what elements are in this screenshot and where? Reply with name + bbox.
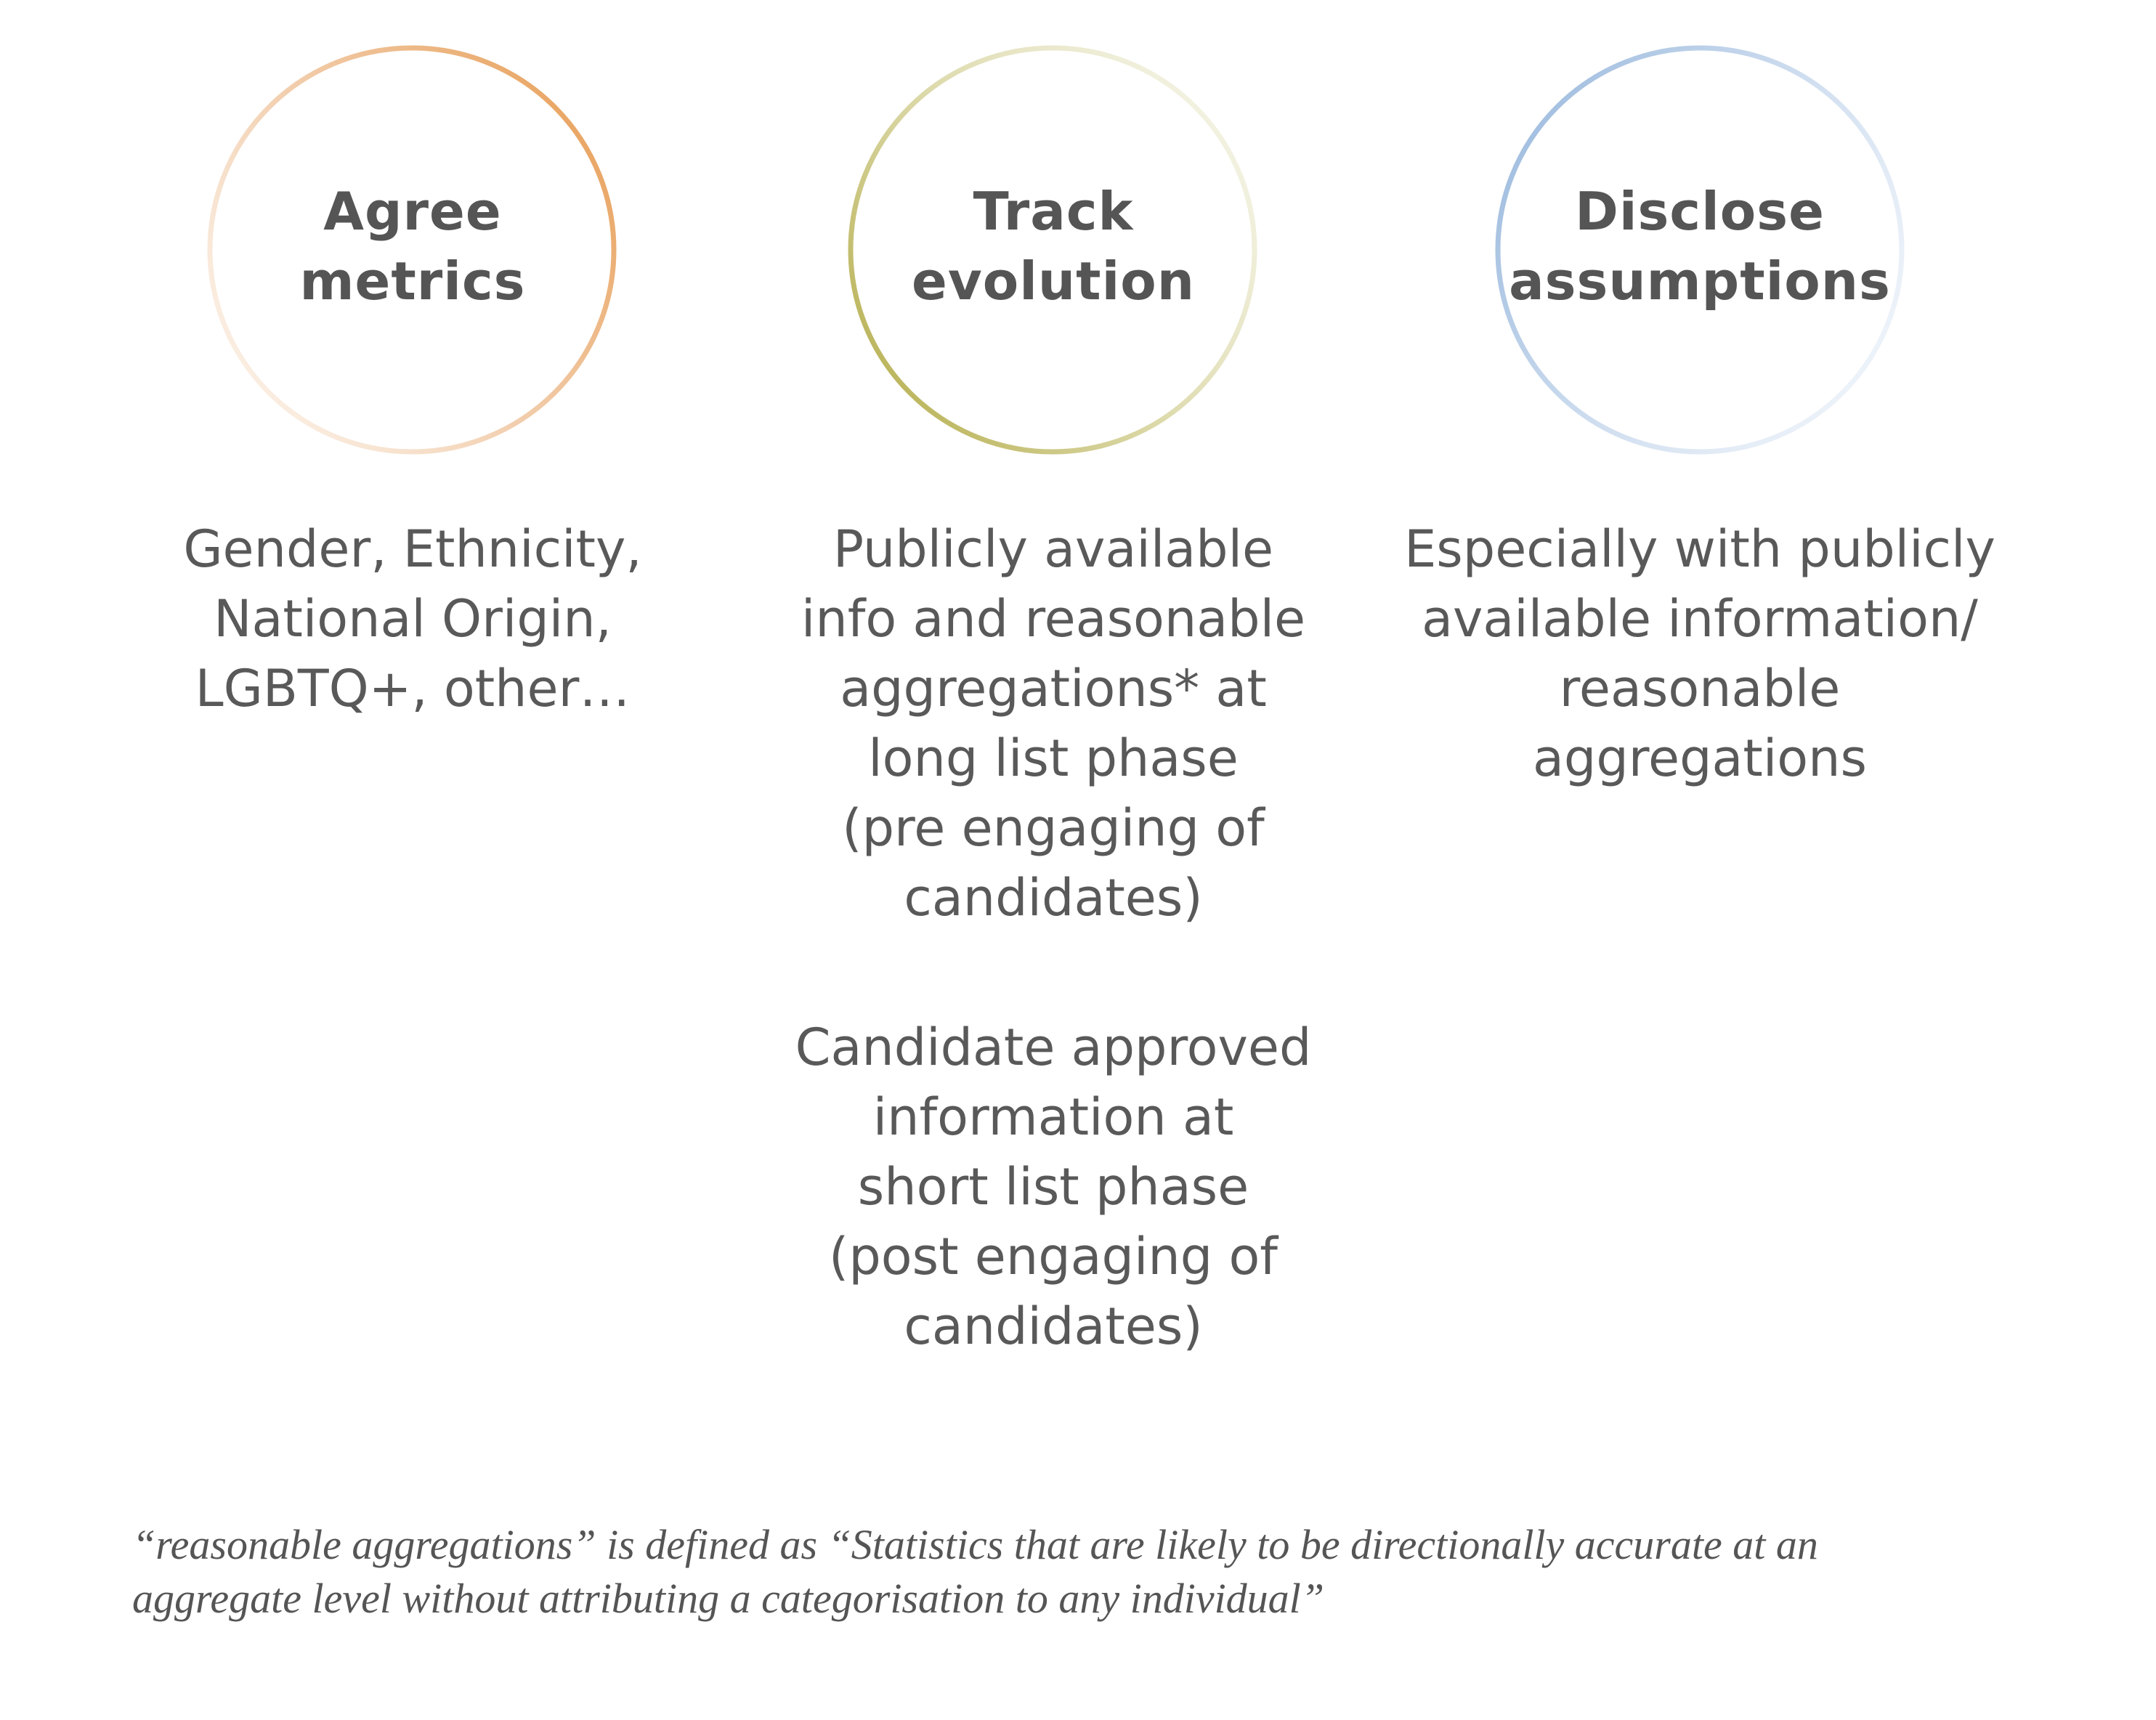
description-line: candidates) bbox=[904, 1297, 1203, 1356]
step-title: Disclose assumptions bbox=[1373, 177, 2027, 316]
footnote: “reasonable aggregations” is defined as … bbox=[132, 1518, 2094, 1626]
description-line: available information/ bbox=[1422, 589, 1978, 649]
step-ring: Track evolution bbox=[732, 0, 1386, 508]
description-line: Gender, Ethnicity, bbox=[183, 519, 642, 579]
description-line: short list phase bbox=[857, 1157, 1249, 1217]
description-line: info and reasonable bbox=[801, 589, 1306, 649]
step-description: Gender, Ethnicity, National Origin, LGBT… bbox=[86, 514, 739, 723]
footnote-line: “reasonable aggregations” is defined as … bbox=[132, 1521, 1818, 1568]
step-title-line: assumptions bbox=[1509, 251, 1891, 312]
step-title-line: Agree bbox=[323, 181, 502, 242]
step-title: Track evolution bbox=[726, 177, 1380, 316]
step-ring: Agree metrics bbox=[86, 0, 739, 508]
step-title-line: metrics bbox=[299, 251, 526, 312]
description-line: LGBTQ+, other… bbox=[195, 659, 631, 718]
step-title-line: evolution bbox=[912, 251, 1195, 312]
description-line: Especially with publicly bbox=[1404, 519, 1995, 579]
description-line: National Origin, bbox=[214, 589, 612, 649]
gradient-ring-icon bbox=[848, 45, 1257, 455]
description-line: aggregations bbox=[1533, 729, 1867, 788]
description-line: information at bbox=[872, 1087, 1234, 1147]
step-title-line: Track bbox=[973, 181, 1134, 242]
gradient-ring-icon bbox=[1495, 45, 1905, 455]
step-title-line: Disclose bbox=[1575, 181, 1825, 242]
footnote-line: aggregate level without attributing a ca… bbox=[132, 1575, 1325, 1622]
description-line: Candidate approved bbox=[795, 1018, 1312, 1077]
step-ring: Disclose assumptions bbox=[1389, 0, 2043, 508]
description-line: long list phase bbox=[868, 729, 1239, 788]
description-line: aggregations* at bbox=[840, 659, 1267, 718]
description-line: (pre engaging of bbox=[842, 798, 1265, 858]
step-description: Candidate approved information at short … bbox=[726, 1013, 1380, 1361]
step-description: Especially with publicly available infor… bbox=[1373, 514, 2027, 793]
description-line: reasonable bbox=[1559, 659, 1841, 718]
description-line: candidates) bbox=[904, 868, 1203, 928]
gradient-ring-icon bbox=[207, 45, 617, 455]
step-title: Agree metrics bbox=[86, 177, 739, 316]
description-line: Publicly available bbox=[832, 519, 1274, 579]
description-line: (post engaging of bbox=[829, 1227, 1278, 1286]
step-description: Publicly available info and reasonable a… bbox=[726, 514, 1380, 933]
